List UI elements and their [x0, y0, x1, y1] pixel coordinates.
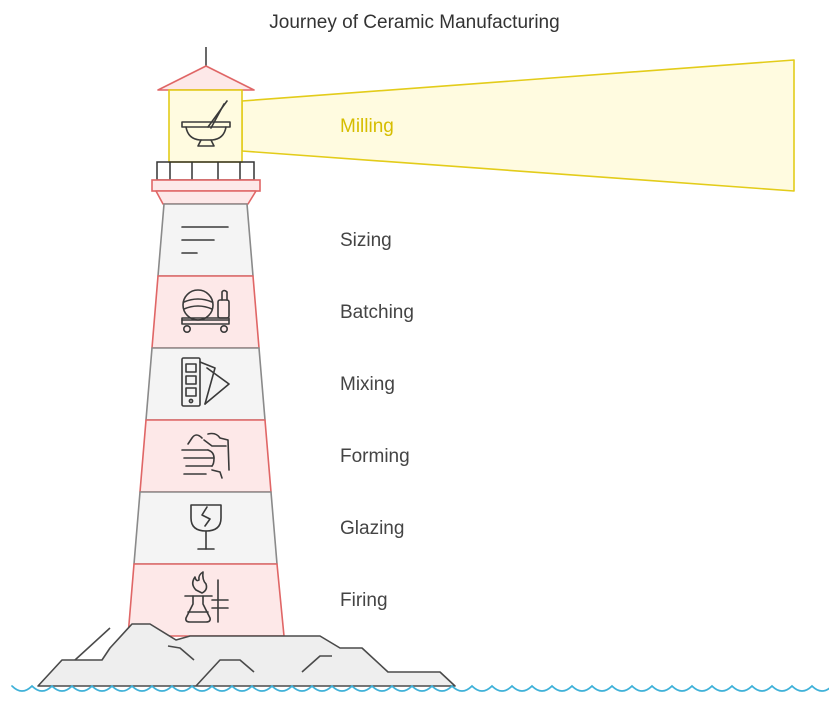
tower-band-glazing	[133, 491, 278, 565]
stage-label-sizing: Sizing	[340, 230, 392, 251]
color-swatch-icon	[181, 357, 230, 407]
tower-band-forming	[139, 419, 272, 493]
water-waves	[11, 684, 829, 692]
tower-band-batching	[151, 275, 260, 349]
stage-label-milling: Milling	[340, 116, 394, 137]
hand-shaping-icon	[181, 432, 230, 479]
stage-label-batching: Batching	[340, 302, 414, 323]
gallery-railing	[156, 161, 255, 181]
diagram-title: Journey of Ceramic Manufacturing	[269, 12, 560, 33]
lantern-roof	[157, 65, 255, 91]
tower-band-mixing	[145, 347, 266, 421]
cement-mixer-icon	[181, 289, 230, 333]
gallery-platform	[151, 179, 261, 192]
gallery-base	[155, 190, 257, 205]
stage-label-forming: Forming	[340, 446, 410, 467]
mortar-pestle-icon	[181, 100, 231, 147]
cracked-glass-icon	[190, 504, 222, 550]
stage-label-firing: Firing	[340, 590, 388, 611]
lines-icon	[181, 226, 229, 254]
burner-flask-icon	[184, 571, 229, 623]
rocks	[37, 623, 456, 687]
light-beam	[241, 59, 795, 192]
lantern-room	[168, 89, 243, 163]
stage-label-glazing: Glazing	[340, 518, 405, 539]
stage-label-mixing: Mixing	[340, 374, 395, 395]
